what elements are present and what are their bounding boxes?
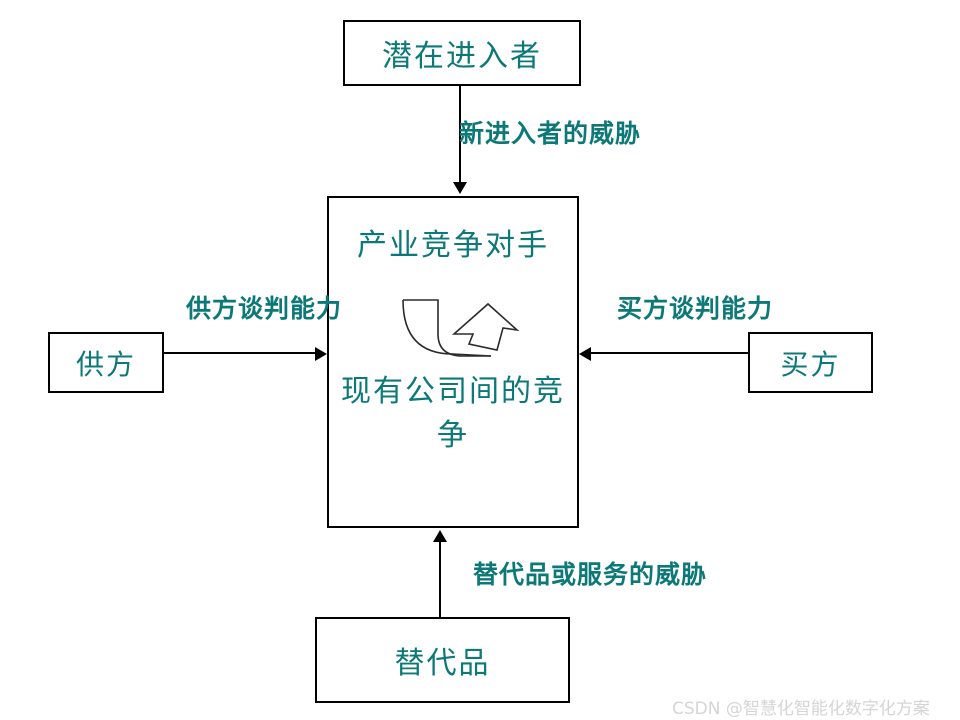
node-potential-entrants-label: 潜在进入者 [382,39,542,74]
node-industry-rivalry-subtitle: 现有公司间的竞争 [341,374,565,453]
node-industry-rivalry[interactable]: 产业竞争对手 现有公司间的竞争 [327,196,579,528]
node-industry-rivalry-title: 产业竞争对手 [357,228,549,263]
connector-suppliers-to-rivalry [164,352,315,354]
node-substitutes-label: 替代品 [394,646,491,681]
connector-substitutes-to-rivalry [439,542,441,618]
arrowhead-substitutes-to-rivalry [433,530,447,542]
edge-label-threat-of-new-entrants: 新进入者的威胁 [459,119,642,148]
node-potential-entrants[interactable]: 潜在进入者 [343,20,581,86]
node-suppliers[interactable]: 供方 [48,332,164,393]
arrowhead-suppliers-to-rivalry [315,347,327,361]
connector-buyers-to-rivalry [591,352,748,354]
edge-label-buyer-bargaining-power: 买方谈判能力 [617,294,774,323]
node-buyers-label: 买方 [780,347,841,381]
arrowhead-entrants-to-rivalry [453,182,467,194]
node-substitutes[interactable]: 替代品 [315,617,570,703]
arrowhead-buyers-to-rivalry [579,347,591,361]
node-buyers[interactable]: 买方 [748,332,873,393]
edge-label-threat-of-substitutes: 替代品或服务的威胁 [473,560,708,589]
curved-rotation-arrow-icon [402,299,520,357]
watermark-text: CSDN @智慧化智能化数字化方案 [672,699,930,719]
node-suppliers-label: 供方 [75,347,136,381]
edge-label-supplier-bargaining-power: 供方谈判能力 [186,294,343,323]
connector-entrants-to-rivalry [459,86,461,182]
